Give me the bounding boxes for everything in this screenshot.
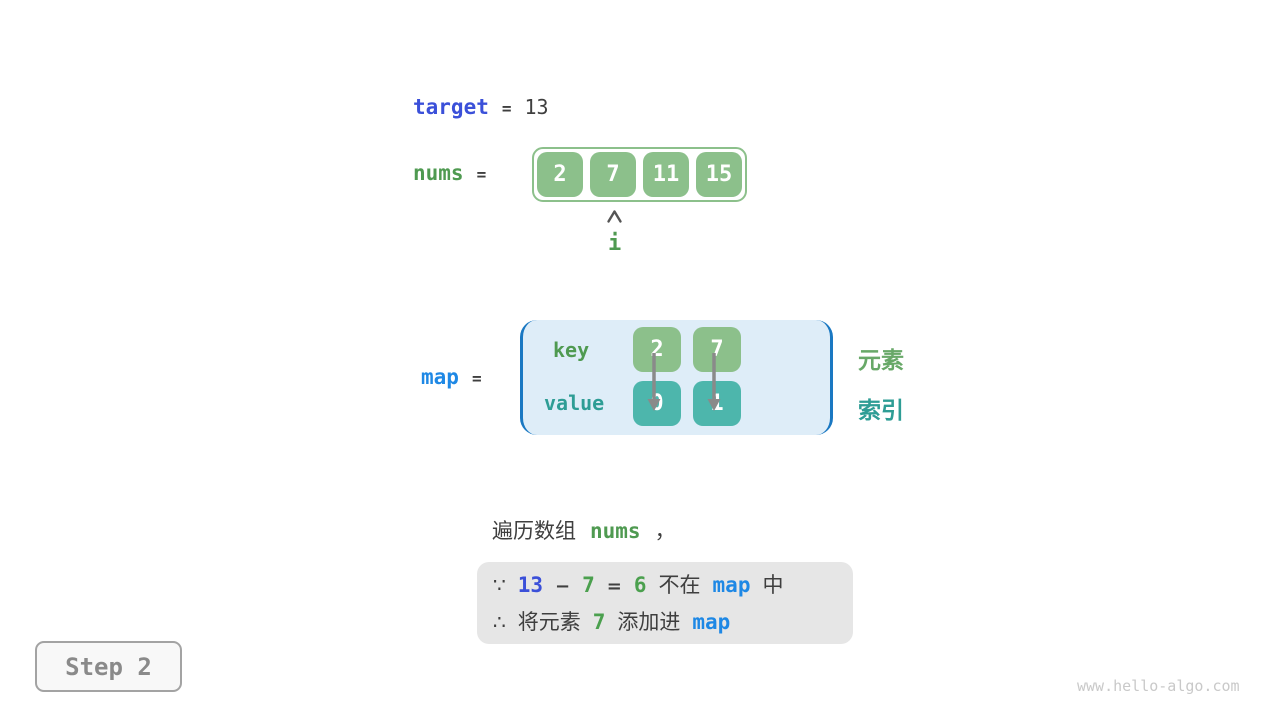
nums-line: nums = bbox=[413, 161, 499, 185]
legend-index-label: 索引 bbox=[858, 398, 904, 424]
map-key-cell: 7 bbox=[693, 327, 741, 372]
minus-sign: − bbox=[555, 576, 571, 597]
nums-array-cell: 2 bbox=[537, 152, 583, 197]
equals-sign: = bbox=[606, 576, 622, 597]
map-var-label: map bbox=[421, 365, 459, 389]
note-map-code: map bbox=[692, 610, 731, 634]
hash-map-container: key value 2 7 0 1 bbox=[520, 320, 833, 435]
target-line: target = 13 bbox=[413, 95, 549, 119]
caption-nums-code: nums bbox=[590, 519, 641, 543]
step-badge: Step 2 bbox=[35, 641, 182, 692]
note-add-prefix: 将元素 bbox=[517, 610, 581, 634]
note-not-in-text: 不在 bbox=[658, 573, 701, 597]
nums-array-cell: 11 bbox=[643, 152, 689, 197]
map-key-row-label: key bbox=[553, 338, 590, 362]
reasoning-note-box: ∵ 13 − 7 = 6 不在 map 中 ∴ 将元素 7 添加进 map bbox=[477, 562, 853, 644]
note-line-1: ∵ 13 − 7 = 6 不在 map 中 bbox=[493, 567, 853, 604]
nums-equals-sign: = bbox=[476, 165, 487, 184]
note-difference: 6 bbox=[633, 573, 647, 597]
nums-array-cell: 7 bbox=[590, 152, 636, 197]
note-in-suffix: 中 bbox=[762, 573, 784, 597]
target-var-label: target bbox=[413, 95, 489, 119]
note-element-value: 7 bbox=[592, 610, 606, 634]
map-value-row-label: value bbox=[544, 391, 605, 415]
watermark-text: www.hello-algo.com bbox=[1077, 677, 1240, 695]
step-badge-label: Step 2 bbox=[65, 652, 152, 681]
map-value-cell: 1 bbox=[693, 381, 741, 426]
map-equals-sign: = bbox=[471, 369, 482, 388]
index-pointer-arrow-icon bbox=[607, 210, 622, 223]
target-value: 13 bbox=[524, 95, 549, 119]
nums-array-cell: 15 bbox=[696, 152, 742, 197]
because-symbol: ∵ bbox=[493, 573, 506, 597]
note-line-2: ∴ 将元素 7 添加进 map bbox=[493, 604, 853, 641]
note-minuend: 13 bbox=[517, 573, 544, 597]
note-add-middle: 添加进 bbox=[617, 610, 681, 634]
map-value-cell: 0 bbox=[633, 381, 681, 426]
note-subtrahend: 7 bbox=[582, 573, 595, 597]
legend-element-label: 元素 bbox=[858, 348, 904, 374]
caption-line: 遍历数组 nums ， bbox=[492, 515, 676, 545]
therefore-symbol: ∴ bbox=[493, 610, 506, 634]
caption-prefix: 遍历数组 bbox=[492, 519, 576, 543]
nums-array: 2 7 11 15 bbox=[532, 147, 747, 202]
target-equals-sign: = bbox=[501, 99, 512, 118]
caption-comma: ， bbox=[654, 519, 676, 543]
note-map-code: map bbox=[712, 573, 751, 597]
index-pointer-label: i bbox=[608, 231, 622, 256]
map-key-cell: 2 bbox=[633, 327, 681, 372]
nums-var-label: nums bbox=[413, 161, 464, 185]
map-line: map = bbox=[421, 365, 495, 389]
